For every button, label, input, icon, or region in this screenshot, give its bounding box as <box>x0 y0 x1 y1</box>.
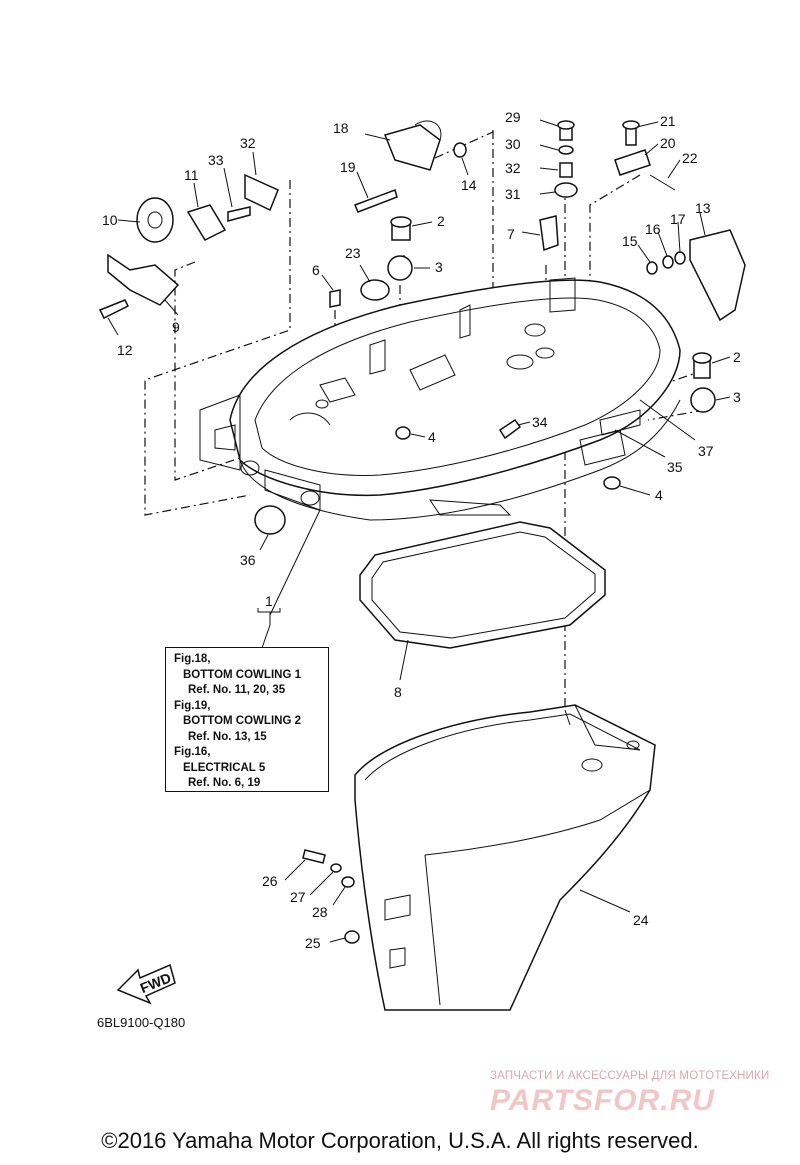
ref-line: Ref. No. 11, 20, 35 <box>188 684 286 696</box>
part-label-4-top: 4 <box>428 429 436 445</box>
watermark-tagline: ЗАПЧАСТИ И АКСЕССУАРЫ ДЛЯ МОТОТЕХНИКИ <box>490 1070 770 1082</box>
part-label-22: 23 <box>345 245 361 261</box>
part-label-26: 27 <box>290 889 306 905</box>
part-label-34: 32 <box>240 135 256 151</box>
part-label-37: 37 <box>698 443 714 459</box>
ref-line: ELECTRICAL 5 <box>183 761 266 774</box>
part-label-23: 24 <box>633 912 649 928</box>
part-label-3-right: 3 <box>733 389 741 405</box>
ref-line: Fig.18, <box>174 653 211 665</box>
bottom-cowling-upper <box>199 277 681 521</box>
part-label-7: 8 <box>394 684 402 700</box>
part-label-13: 14 <box>461 177 477 193</box>
leader-lines <box>107 119 731 943</box>
part-label-36: 35 <box>667 459 683 475</box>
watermark-logo: PARTSFOR.RU <box>490 1084 715 1117</box>
part-label-3-top: 3 <box>435 259 443 275</box>
ref-line: Ref. No. 13, 15 <box>188 730 267 743</box>
part-label-32: 34 <box>532 414 548 430</box>
part-label-19: 20 <box>660 135 676 151</box>
part-label-24: 25 <box>305 935 321 951</box>
small-parts <box>98 120 746 944</box>
part-label-4-right: 4 <box>655 487 663 503</box>
part-label-33: 36 <box>240 552 256 568</box>
part-label-14: 15 <box>622 233 638 249</box>
part-label-25: 26 <box>262 873 278 889</box>
part-label-2-right: 2 <box>733 349 741 365</box>
part-label-31: 32 <box>505 160 521 176</box>
part-label-5: 6 <box>312 262 320 278</box>
part-label-6: 7 <box>507 226 515 242</box>
part-label-9: 10 <box>102 212 118 228</box>
reference-box: Fig.18, BOTTOM COWLING 1 Ref. No. 11, 20… <box>165 647 329 792</box>
part-label-30: 31 <box>505 186 521 202</box>
ref-line: BOTTOM COWLING 1 <box>183 668 301 681</box>
part-label-8: 9 <box>172 319 180 335</box>
part-label-12: 13 <box>695 200 711 216</box>
seal-ring <box>359 521 606 649</box>
ref-line: Fig.19, <box>174 699 211 712</box>
part-label-28: 29 <box>505 109 521 125</box>
part-label-20: 21 <box>660 113 676 129</box>
part-label-2-top: 2 <box>437 213 445 229</box>
part-label-35: 33 <box>208 152 224 168</box>
part-labels: 10 11 33 32 9 12 18 19 14 2 23 3 6 7 29 … <box>102 109 741 951</box>
part-label-11: 12 <box>117 342 133 358</box>
part-label-27: 28 <box>312 904 328 920</box>
copyright-notice: ©2016 Yamaha Motor Corporation, U.S.A. A… <box>101 1128 699 1153</box>
part-label-21: 22 <box>682 150 698 166</box>
part-label-17: 18 <box>333 120 349 136</box>
ref-line: BOTTOM COWLING 2 <box>183 715 301 727</box>
part-label-29: 30 <box>505 136 521 152</box>
fwd-arrow: FWD <box>116 963 176 1005</box>
part-label-16: 17 <box>670 211 686 227</box>
part-label-1: 1 <box>265 593 273 609</box>
ref-line: Fig.16, <box>174 746 211 758</box>
part-label-15: 16 <box>645 221 661 237</box>
diagram-code: 6BL9100-Q180 <box>97 1015 186 1030</box>
part-label-18: 19 <box>340 159 356 175</box>
bottom-cowling-lower <box>354 704 656 1011</box>
part-label-10: 11 <box>184 167 199 183</box>
ref-line: Ref. No. 6, 19 <box>188 777 261 789</box>
